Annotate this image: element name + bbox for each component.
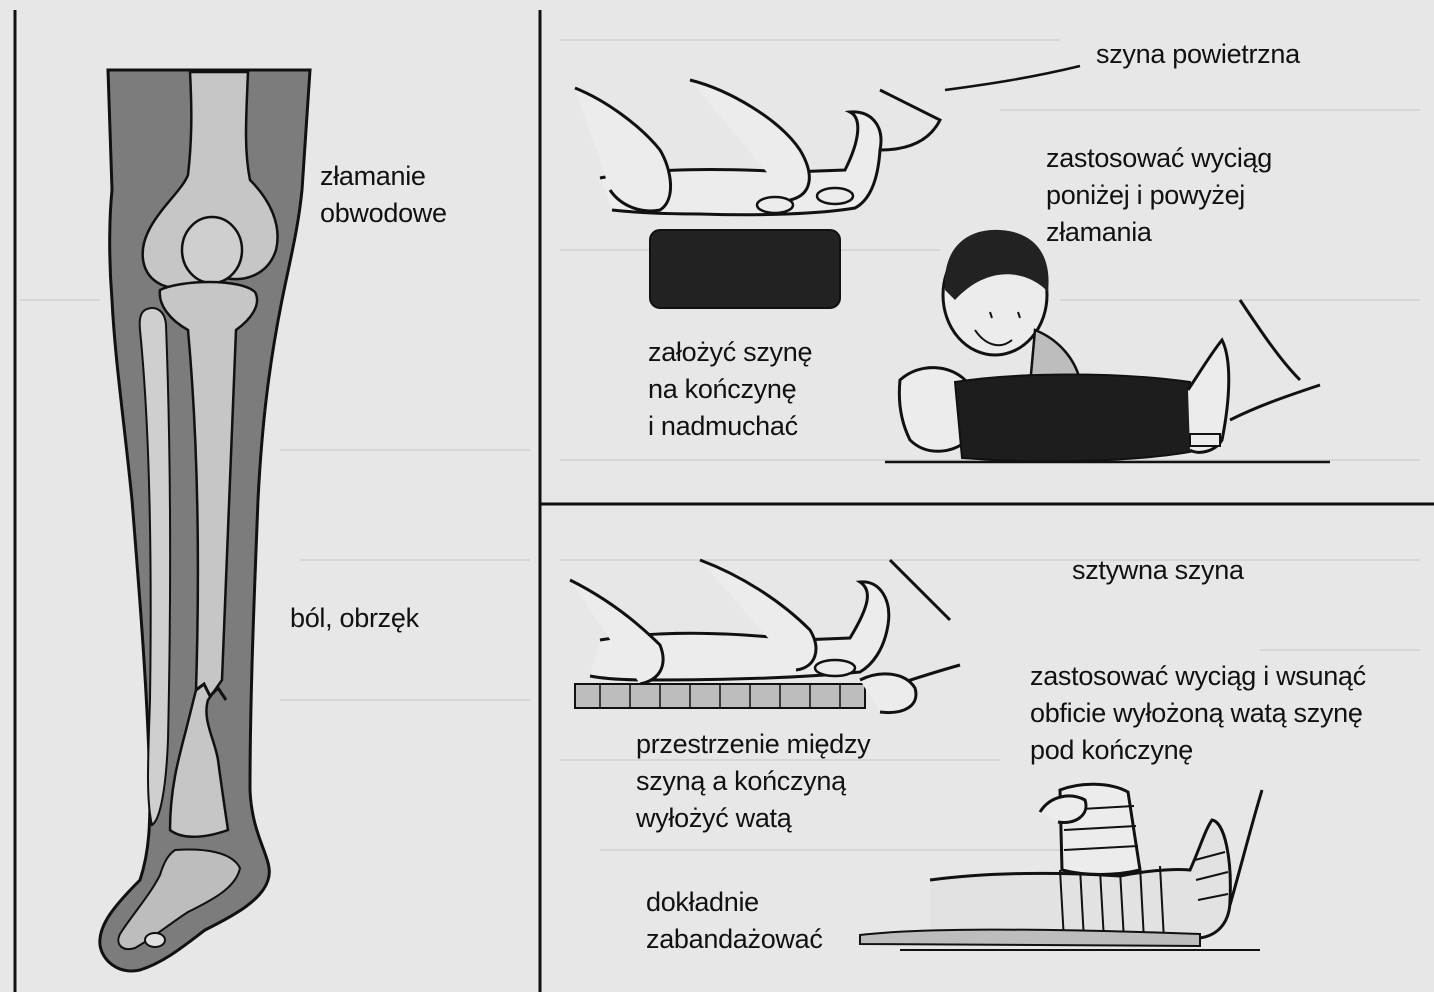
label-symptoms: ból, obrzęk <box>290 600 419 637</box>
label-line: ból, obrzęk <box>290 600 419 637</box>
label-line: zastosować wyciąg i wsunąć <box>1030 658 1366 695</box>
label-line: dokładnie <box>646 884 823 921</box>
label-air-splint-apply: założyć szynę na kończynę i nadmuchać <box>648 334 812 445</box>
splint-under-leg <box>860 930 1200 946</box>
label-line: szyną a kończyną <box>636 763 870 800</box>
label-line: obwodowe <box>320 195 447 232</box>
label-air-splint-title: szyna powietrzna <box>1096 36 1300 73</box>
label-line: na kończynę <box>648 371 812 408</box>
label-line: sztywna szyna <box>1072 552 1244 589</box>
label-rigid-splint-bandage: dokładnie zabandażować <box>646 884 823 958</box>
label-line: przestrzenie między <box>636 726 870 763</box>
label-line: poniżej i powyżej <box>1046 177 1272 214</box>
air-splint-fingers-2 <box>817 188 853 204</box>
fingertips <box>1190 434 1220 446</box>
label-line: wyłożyć watą <box>636 800 870 837</box>
label-line: szyna powietrzna <box>1096 36 1300 73</box>
label-line: złamanie <box>320 158 447 195</box>
label-line: pod kończynę <box>1030 732 1366 769</box>
label-line: zastosować wyciąg <box>1046 140 1272 177</box>
patella-bone <box>182 217 242 283</box>
air-splint-fingers <box>757 197 793 213</box>
label-line: złamania <box>1046 214 1272 251</box>
label-line: i nadmuchać <box>648 408 812 445</box>
label-line: założyć szynę <box>648 334 812 371</box>
toe <box>145 933 165 947</box>
label-rigid-splint-padding: przestrzenie między szyną a kończyną wył… <box>636 726 870 837</box>
label-rigid-splint-traction: zastosować wyciąg i wsunąć obficie wyłoż… <box>1030 658 1366 769</box>
label-line: zabandażować <box>646 921 823 958</box>
label-line: obficie wyłożoną watą szynę <box>1030 695 1366 732</box>
label-air-splint-traction: zastosować wyciąg poniżej i powyżej złam… <box>1046 140 1272 251</box>
inflated-air-splint <box>955 375 1200 462</box>
label-fracture-type: złamanie obwodowe <box>320 158 447 232</box>
label-rigid-splint-title: sztywna szyna <box>1072 552 1244 589</box>
rigid-splint-fingers <box>815 660 855 676</box>
deflated-air-splint <box>650 230 840 308</box>
